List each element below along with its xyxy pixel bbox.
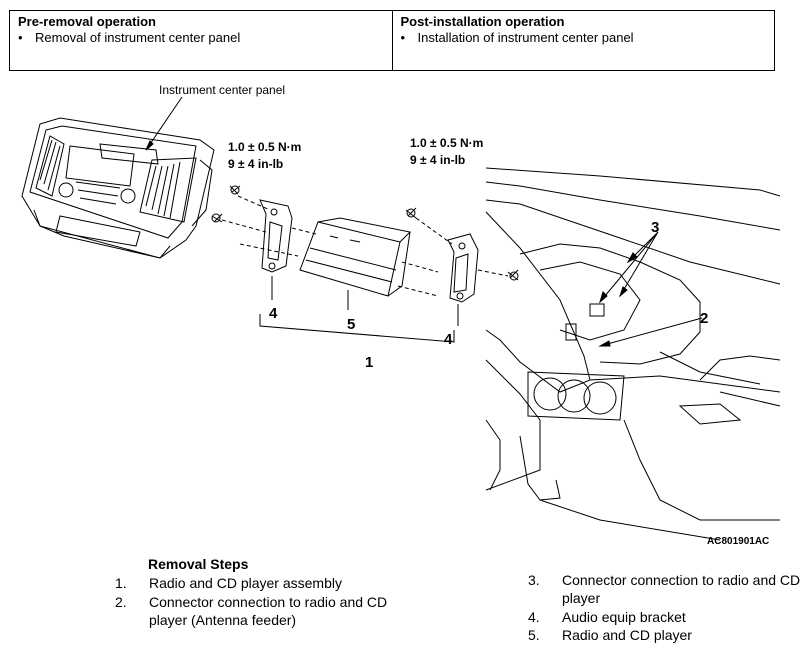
right-bracket-drawing — [447, 233, 479, 303]
step-text: Connector connection to radio and CD pla… — [149, 594, 388, 628]
step-text: Radio and CD player assembly — [149, 575, 342, 591]
step-number: 2. — [115, 594, 127, 610]
callout-bracket-left: 4 — [269, 305, 278, 322]
removal-step: 2. Connector connection to radio and CD … — [115, 593, 389, 629]
antenna-leader-line — [599, 317, 703, 347]
removal-steps-title: Removal Steps — [148, 556, 249, 572]
pre-removal-cell: Pre-removal operation • Removal of instru… — [10, 11, 392, 70]
bullet: • — [18, 30, 23, 45]
step-text: Radio and CD player — [562, 627, 692, 643]
torque-left-imperial: 9 ± 4 in-lb — [228, 157, 284, 171]
removal-step: 1. Radio and CD player assembly — [115, 574, 389, 592]
assembly-bracket-line — [259, 314, 455, 343]
step-text: Connector connection to radio and CD pla… — [562, 572, 801, 606]
exploded-view-illustration — [21, 96, 781, 541]
instrument-center-panel-drawing — [21, 117, 215, 259]
pre-removal-item: • Removal of instrument center panel — [18, 30, 384, 46]
torque-left-metric: 1.0 ± 0.5 N·m — [228, 140, 302, 154]
connector-leader-lines — [599, 231, 659, 303]
step-number: 3. — [528, 572, 540, 588]
radio-cd-player-drawing — [299, 217, 412, 297]
post-installation-item: • Installation of instrument center panel — [401, 30, 767, 46]
post-installation-item-text: Installation of instrument center panel — [417, 30, 634, 45]
torque-right-metric: 1.0 ± 0.5 N·m — [410, 136, 484, 150]
step-text: Audio equip bracket — [562, 609, 686, 625]
removal-step: 5. Radio and CD player — [528, 626, 802, 644]
bullet: • — [400, 30, 406, 45]
step-number: 4. — [528, 609, 540, 625]
panel-leader-arrow — [145, 140, 154, 151]
left-screw-drawing — [211, 185, 241, 223]
step-number: 5. — [528, 627, 540, 643]
pre-removal-item-text: Removal of instrument center panel — [35, 30, 241, 45]
torque-right-imperial: 9 ± 4 in-lb — [410, 153, 466, 167]
callout-bracket-right: 4 — [444, 331, 453, 348]
step-number: 1. — [115, 575, 127, 591]
callout-connector-antenna: 2 — [700, 310, 709, 327]
post-installation-heading: Post-installation operation — [400, 14, 565, 29]
instrument-center-panel-label: Instrument center panel — [159, 83, 286, 97]
callout-connector-radio: 3 — [651, 219, 660, 236]
dashboard-drawing — [485, 167, 781, 541]
left-bracket-drawing — [259, 199, 293, 273]
removal-step: 4. Audio equip bracket — [528, 608, 802, 626]
panel-leader-line — [145, 96, 183, 151]
callout-player: 5 — [347, 316, 356, 333]
right-screw-drawing — [405, 207, 519, 281]
callout-assembly: 1 — [365, 354, 374, 371]
operations-table: Pre-removal operation • Removal of instru… — [9, 10, 775, 71]
pre-removal-heading: Pre-removal operation — [18, 14, 156, 29]
removal-step: 3. Connector connection to radio and CD … — [528, 571, 802, 607]
post-installation-cell: Post-installation operation • Installatio… — [391, 11, 775, 70]
figure-code: AC801901AC — [707, 536, 770, 547]
